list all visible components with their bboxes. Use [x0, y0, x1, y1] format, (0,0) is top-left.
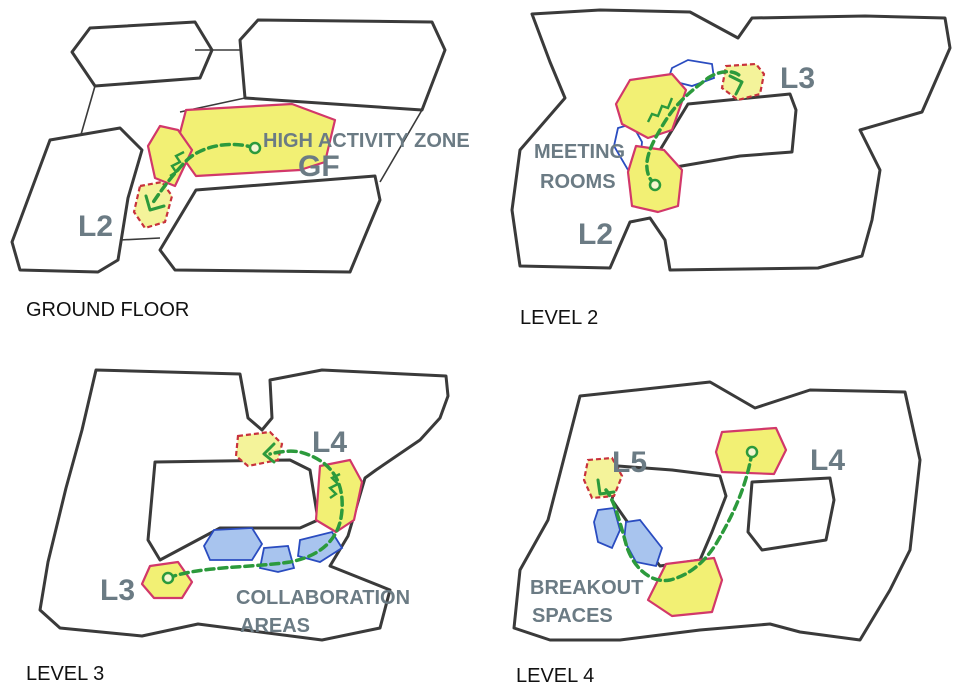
building-block-top-right	[238, 18, 447, 112]
annotation-breakout-spaces: SPACES	[532, 605, 613, 627]
stair-zigzag-gf	[169, 150, 185, 177]
level-label-l4-level3: L4	[312, 426, 347, 459]
activity-zone-stair	[146, 124, 194, 188]
circulation-path-l4	[604, 450, 754, 583]
building-block-left	[10, 126, 144, 274]
blue-room-1	[202, 527, 264, 561]
path-arrow-l4	[596, 478, 616, 496]
path-origin-dot-l4	[745, 445, 759, 459]
level-label-l3-level2: L3	[780, 62, 815, 95]
caption-ground-floor: GROUND FLOOR	[26, 299, 189, 321]
annotation-meeting-rooms: MEETING	[534, 141, 625, 163]
stair-zigzag-l2	[646, 97, 674, 123]
stair-zigzag-l3	[327, 472, 341, 499]
blue-room-2	[258, 545, 296, 573]
path-origin-dot-l2	[648, 178, 662, 192]
annotation-breakout-spaces: BREAKOUT	[530, 577, 643, 599]
level-label-l3-level3: L3	[100, 574, 135, 607]
level-label-l5-level4: L5	[612, 446, 647, 479]
path-arrow-gf	[144, 194, 166, 212]
building-outline-corridor	[119, 237, 161, 241]
inner-courtyard-level-4-left	[610, 464, 728, 568]
inner-courtyard-level-3	[146, 458, 320, 562]
activity-zone-l5	[582, 456, 624, 500]
path-arrow-l2	[728, 74, 744, 96]
caption-level-2: LEVEL 2	[520, 307, 598, 329]
panel-level-3: COLLABORATION AREAS L4 L3 LEVEL 3	[26, 368, 450, 685]
annotation-collaboration-areas: COLLABORATION	[236, 587, 410, 609]
annotation-collaboration-areas: AREAS	[240, 615, 310, 637]
path-arrow-l3	[262, 442, 276, 464]
level-label-l2-level2: L2	[578, 218, 613, 251]
path-origin-dot-gf	[248, 141, 262, 155]
caption-level-4: LEVEL 4	[516, 665, 594, 687]
panel-level-2: MEETING ROOMS L3 L2 LEVEL 2	[510, 8, 952, 329]
circulation-path-l3	[166, 449, 344, 580]
activity-zone-l2	[132, 180, 174, 230]
building-block-top-left	[70, 20, 214, 88]
panel-ground-floor: HIGH ACTIVITY ZONE GF L2 GROUND FLOOR	[10, 18, 470, 321]
level-label-l2-gf: L2	[78, 210, 113, 243]
panel-level-4: BREAKOUT SPACES L5 L4 LEVEL 4	[512, 380, 922, 687]
circulation-path-l2	[645, 70, 742, 187]
activity-zone-l2-upper	[614, 72, 688, 140]
annotation-meeting-rooms: ROOMS	[540, 171, 616, 193]
level-label-gf: GF	[298, 150, 340, 183]
annotation-high-activity-zone: HIGH ACTIVITY ZONE	[263, 130, 470, 152]
activity-zone-l4	[234, 430, 284, 468]
level-label-l4-level4: L4	[810, 444, 845, 477]
activity-zone-l4-lower	[646, 556, 724, 618]
building-outline-middle	[79, 49, 423, 183]
activity-zone-l3-stair	[314, 458, 364, 534]
circulation-path-gf	[150, 142, 257, 206]
path-origin-dot-l3	[161, 571, 175, 585]
inner-courtyard-level-4-right	[746, 476, 836, 552]
building-block-bottom-right	[158, 174, 382, 274]
caption-level-3: LEVEL 3	[26, 663, 104, 685]
